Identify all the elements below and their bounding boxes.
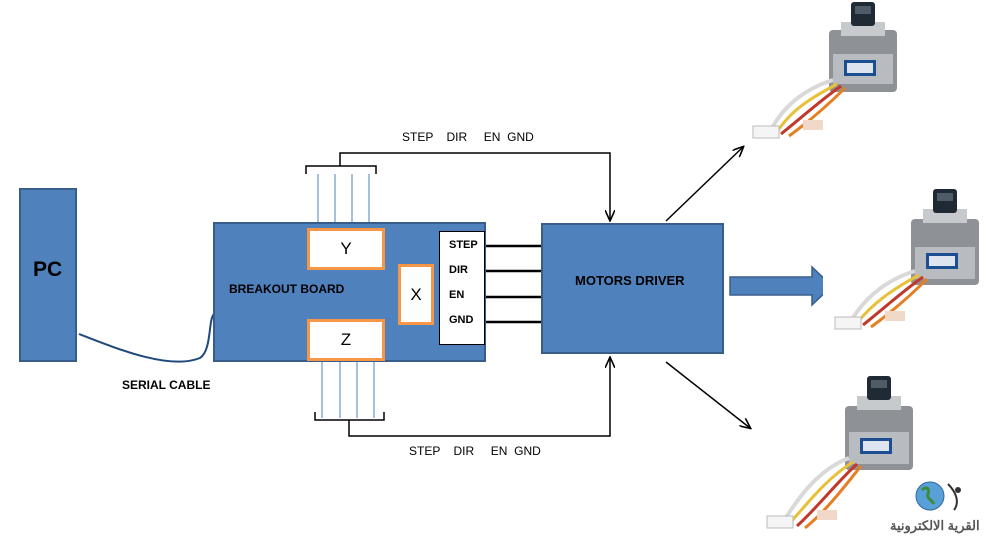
stepper-motor-image-bottom (757, 360, 939, 540)
serial-cable-line (78, 313, 215, 363)
bottom-bus-wires (321, 362, 375, 418)
signal-step-label: STEP (449, 239, 478, 251)
signal-gnd-label: GND (449, 314, 474, 326)
bottom-bus-bracket (314, 412, 385, 430)
axis-x-label: X (410, 284, 422, 304)
top-bus-route (339, 152, 610, 220)
block-arrow-to-motor-middle (729, 265, 834, 307)
signal-dir-label: DIR (449, 264, 468, 276)
axis-y-label: Y (340, 239, 352, 258)
arrow-to-motor-bottom (665, 361, 750, 428)
motors-driver: MOTORS DRIVER (541, 223, 724, 354)
pc-label: PC (33, 258, 63, 281)
axis-y-connector: Y (307, 228, 385, 270)
top-bus-wires (317, 174, 370, 222)
watermark-logo: القرية الالكترونية (888, 478, 1000, 540)
serial-cable-label: SERIAL CABLE (122, 378, 211, 392)
globe-icon (915, 481, 961, 511)
breakout-board-label: BREAKOUT BOARD (229, 282, 345, 296)
stepper-motor-image-top (741, 0, 923, 145)
top-bus-label: STEP DIR EN GND (402, 130, 534, 144)
signal-en-label: EN (449, 289, 465, 301)
motors-driver-label: MOTORS DRIVER (575, 273, 685, 288)
pc-box: PC (19, 188, 77, 362)
signal-panel: STEP DIR EN GND (439, 231, 485, 345)
bottom-bus-label: STEP DIR EN GND (409, 444, 541, 458)
axis-z-label: Z (340, 330, 352, 349)
signal-wires (486, 244, 541, 324)
arrow-to-motor-top (665, 147, 743, 222)
axis-x-connector: X (398, 264, 434, 325)
stepper-motor-image-middle (823, 171, 1001, 340)
top-bus-bracket (305, 158, 377, 174)
axis-z-connector: Z (307, 319, 385, 361)
bottom-bus-route (348, 358, 610, 437)
watermark-text: القرية الالكترونية (890, 518, 980, 533)
